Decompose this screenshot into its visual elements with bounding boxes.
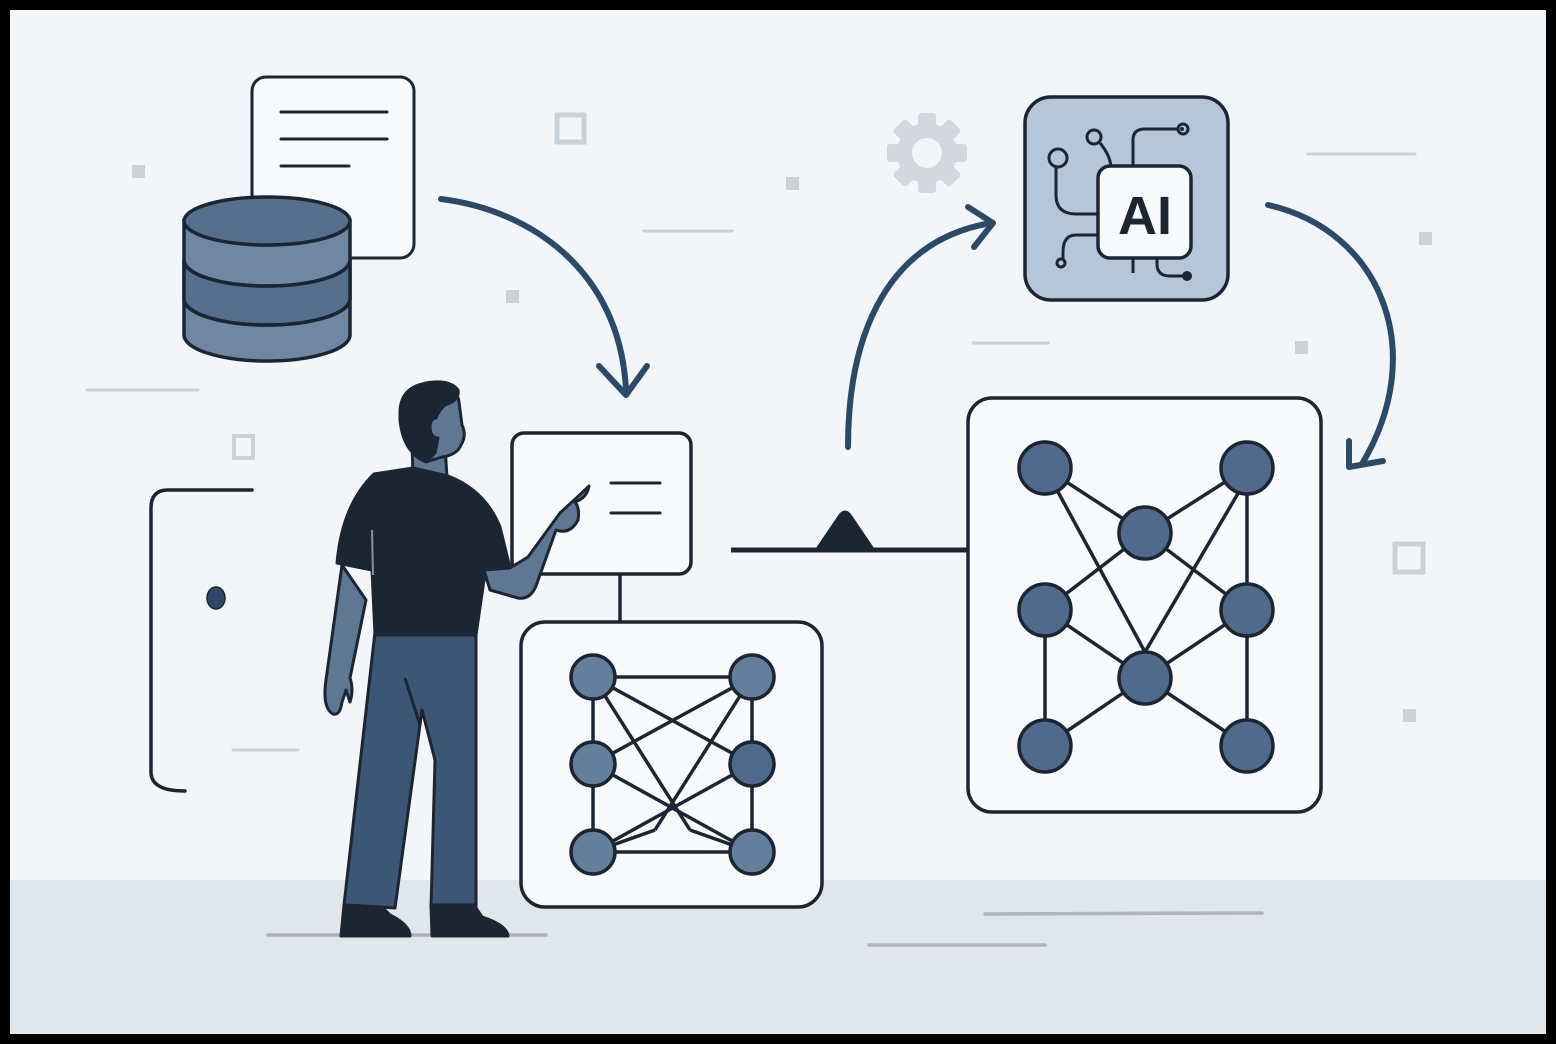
small-network-card xyxy=(519,620,824,909)
network-node xyxy=(728,828,776,876)
arrow-data-to-panel xyxy=(438,196,629,393)
ai-chip-icon: AI xyxy=(1023,95,1230,302)
person-left-arm xyxy=(323,563,368,716)
person-legs xyxy=(342,630,478,910)
decor-square xyxy=(506,290,519,303)
arrowhead xyxy=(1346,438,1386,470)
decor-square xyxy=(132,165,145,178)
network-node xyxy=(728,653,776,701)
signal-connector xyxy=(731,510,968,553)
decorative-dashes xyxy=(85,152,1417,752)
decor-square xyxy=(786,177,799,190)
decor-outline-square xyxy=(554,112,587,145)
decor-square xyxy=(1403,709,1416,722)
network-node xyxy=(1017,582,1073,638)
decor-outline-square xyxy=(1392,541,1426,575)
network-node xyxy=(1117,505,1173,561)
display-panel xyxy=(510,431,693,622)
network-node xyxy=(1219,440,1275,496)
floor-dashes xyxy=(266,911,1264,947)
network-node xyxy=(569,740,617,788)
arrowhead xyxy=(596,363,650,398)
arrow-to-ai-chip xyxy=(845,220,994,450)
large-network-card xyxy=(966,396,1323,814)
door-knob xyxy=(206,586,226,610)
person-hair xyxy=(398,380,460,464)
flow-arrows xyxy=(438,196,1396,470)
person-shirt xyxy=(335,466,512,637)
ai-chip-core xyxy=(1096,164,1193,260)
network-node xyxy=(569,828,617,876)
network-node xyxy=(1219,582,1275,638)
person-left-shoe xyxy=(339,903,412,938)
person-pointing-arm xyxy=(482,484,591,600)
network-node xyxy=(1017,718,1073,774)
gear-icon xyxy=(887,113,967,193)
door-outline xyxy=(149,488,254,793)
arrowhead xyxy=(965,204,996,250)
network-node xyxy=(728,740,776,788)
decor-square xyxy=(1295,341,1308,354)
arrow-ai-to-network xyxy=(1265,202,1396,467)
decorative-elements xyxy=(132,112,1432,722)
network-node xyxy=(1219,718,1275,774)
network-node xyxy=(1117,650,1173,706)
person-right-shoe xyxy=(429,903,510,938)
ai-label: AI xyxy=(1118,186,1172,246)
decor-square xyxy=(1419,232,1432,245)
database-icon xyxy=(182,195,352,363)
decor-outline-square xyxy=(232,434,255,460)
network-node xyxy=(569,653,617,701)
network-node xyxy=(1017,440,1073,496)
person-figure xyxy=(323,380,591,938)
